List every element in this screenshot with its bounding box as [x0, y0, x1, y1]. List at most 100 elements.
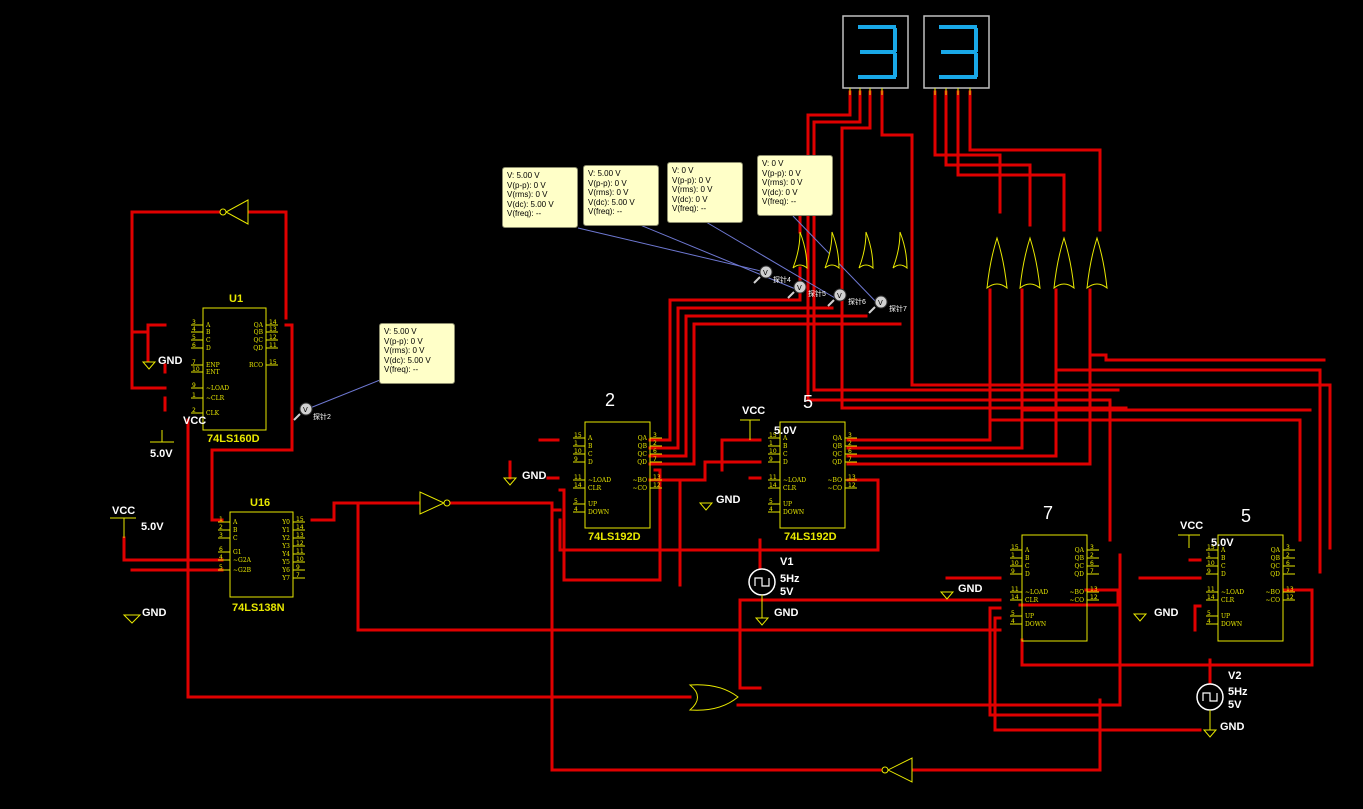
counter-3-pin[interactable]: 12~CO	[1069, 594, 1099, 604]
counter-3-pin[interactable]: 6QC	[1074, 560, 1099, 570]
inverter-middle[interactable]	[419, 491, 451, 515]
counter-4-pin[interactable]: 12~CO	[1265, 594, 1295, 604]
u16-pin[interactable]: 7Y7	[281, 572, 305, 582]
counter-4-pin[interactable]: 6QC	[1270, 560, 1295, 570]
probe-readout-3[interactable]: V: 0 V V(p-p): 0 V V(rms): 0 V V(dc): 0 …	[667, 162, 743, 223]
probe-readout-1[interactable]: V: 5.00 V V(p-p): 0 V V(rms): 0 V V(dc):…	[502, 167, 578, 228]
counter-4-pin[interactable]: 3QA	[1271, 544, 1295, 554]
u1-pin[interactable]: 1~CLR	[191, 392, 225, 402]
counter-4-pin[interactable]: 7QD	[1270, 568, 1295, 578]
counter-4-pin[interactable]: 2QB	[1271, 552, 1295, 562]
counter-1-pin[interactable]: 13~BO	[633, 474, 662, 484]
counter-2-pin[interactable]: 12~CO	[827, 482, 857, 492]
source-v1[interactable]: V1 5Hz 5V GND	[748, 556, 800, 626]
counter-3-pin[interactable]: 3QA	[1075, 544, 1099, 554]
u16-pin[interactable]: 9Y6	[281, 564, 305, 574]
or-gates-column-1[interactable]	[792, 231, 908, 270]
counter-1-pin[interactable]: 7QD	[637, 456, 662, 466]
counter-1-pin[interactable]: 11~LOAD	[573, 474, 611, 484]
inverter-top[interactable]	[219, 199, 249, 225]
probe-readout-5[interactable]: V: 5.00 V V(p-p): 0 V V(rms): 0 V V(dc):…	[379, 323, 455, 384]
probe-readout-2[interactable]: V: 5.00 V V(p-p): 0 V V(rms): 0 V V(dc):…	[583, 165, 659, 226]
u16-pin[interactable]: 5~G2B	[218, 564, 252, 574]
counter-3-pin[interactable]: 7QD	[1074, 568, 1099, 578]
counter-2-pin[interactable]: 6QC	[832, 448, 857, 458]
counter-3-pin[interactable]: 11~LOAD	[1010, 586, 1048, 596]
u1-pin[interactable]: 9~LOAD	[191, 382, 229, 392]
counter-1-pin[interactable]: 2QB	[638, 440, 662, 450]
counter-2-pin[interactable]: 11~LOAD	[768, 474, 806, 484]
or-gate-bottom[interactable]	[688, 684, 739, 711]
source-v2[interactable]: V2 5Hz 5V GND	[1196, 670, 1248, 738]
counter-3-pin[interactable]: 2QB	[1075, 552, 1099, 562]
inverter-bottom[interactable]	[881, 757, 913, 783]
counter-2-pin[interactable]: 3QA	[833, 432, 857, 442]
counter-2-pin[interactable]: 13~BO	[828, 474, 857, 484]
counter-3-pin[interactable]: 13~BO	[1070, 586, 1099, 596]
counter-1-pin[interactable]: 12~CO	[632, 482, 662, 492]
probe-markers[interactable]: V 探针2 V 探针4 V 探针5 V 探针6 V 探针7	[293, 265, 907, 421]
counter-1-pin[interactable]: 3QA	[638, 432, 662, 442]
counter-1-pin[interactable]: 6QC	[637, 448, 662, 458]
counter-4-pin[interactable]: 11~LOAD	[1206, 586, 1244, 596]
or-gates-column-2[interactable]	[986, 236, 1108, 290]
counter-2-pin[interactable]: 2QB	[833, 440, 857, 450]
counter-2-pin[interactable]: 7QD	[832, 456, 857, 466]
